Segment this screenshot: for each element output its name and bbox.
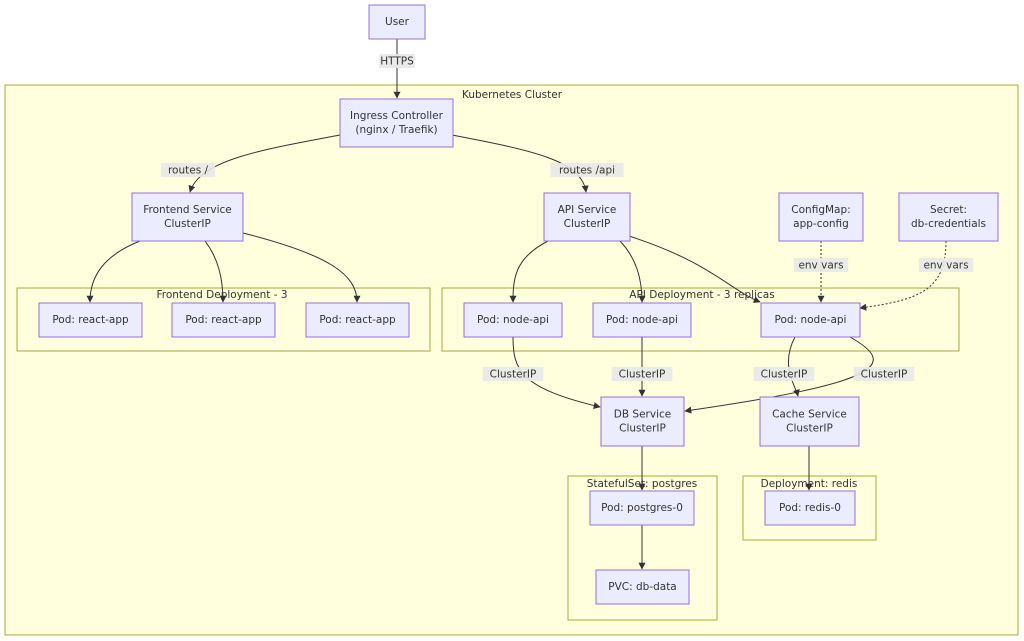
edge-label-cip1: ClusterIP — [482, 367, 544, 381]
node-node3: Pod: node-api — [760, 302, 861, 338]
cluster-label: API Deployment - 3 replicas — [629, 289, 774, 301]
node-postgres: Pod: postgres-0 — [589, 490, 695, 526]
node-label: app-config — [793, 218, 849, 230]
node-label: ClusterIP — [164, 218, 211, 230]
node-label: Pod: node-api — [477, 314, 549, 326]
node-label: ConfigMap: — [791, 204, 850, 216]
node-react1: Pod: react-app — [38, 302, 143, 338]
edge-label-env2: env vars — [918, 258, 974, 272]
edge-label-cip3: ClusterIP — [753, 367, 815, 381]
edge-ingress-api — [451, 134, 589, 193]
node-label: (nginx / Traefik) — [355, 124, 437, 136]
edge-label-cip2: ClusterIP — [611, 367, 673, 381]
node-secret: Secret: db-credentials — [898, 192, 999, 242]
edge-frontend-react1 — [86, 240, 141, 303]
node-label: DB Service — [614, 409, 671, 421]
node-label: Pod: node-api — [775, 314, 847, 326]
node-label: ClusterIP — [619, 423, 666, 435]
node-label: Pod: node-api — [606, 314, 678, 326]
node-label: Pod: react-app — [185, 314, 262, 326]
node-react2: Pod: react-app — [171, 302, 276, 338]
edge-label-cip4: ClusterIP — [853, 367, 915, 381]
edge-label-env1: env vars — [793, 258, 849, 272]
node-label: User — [385, 16, 410, 28]
node-label: db-credentials — [911, 218, 986, 230]
edge-labels: HTTPS routes / routes /api env vars env vars… — [160, 54, 974, 381]
node-label: Secret: — [930, 204, 967, 216]
node-user: User — [368, 4, 426, 40]
node-label: Pod: postgres-0 — [601, 502, 683, 514]
edge-label-text: HTTPS — [380, 56, 414, 68]
node-label: Pod: redis-0 — [779, 502, 841, 514]
node-label: Pod: react-app — [319, 314, 396, 326]
edge-api-node2 — [619, 240, 646, 303]
edges — [86, 39, 947, 570]
edge-label-text: env vars — [923, 260, 968, 272]
edge-frontend-react2 — [204, 240, 227, 303]
edge-label-text: routes /api — [559, 165, 615, 177]
edge-label-text: ClusterIP — [861, 369, 908, 381]
edge-ingress-frontend — [188, 134, 341, 193]
edge-api-node1 — [509, 240, 549, 303]
node-label: ClusterIP — [564, 218, 611, 230]
node-label: ClusterIP — [786, 423, 833, 435]
edge-label-text: ClusterIP — [490, 369, 537, 381]
node-label: API Service — [558, 204, 617, 216]
node-node1: Pod: node-api — [463, 302, 563, 338]
edge-api-node3 — [628, 235, 761, 303]
node-configmap: ConfigMap: app-config — [778, 192, 864, 242]
edge-label-text: ClusterIP — [619, 369, 666, 381]
cluster-label: Kubernetes Cluster — [462, 89, 563, 101]
node-label: Ingress Controller — [350, 110, 444, 122]
node-label: Frontend Service — [143, 204, 231, 216]
edge-label-text: env vars — [798, 260, 843, 272]
cluster-label: Frontend Deployment - 3 — [156, 289, 287, 301]
node-ingress: Ingress Controller (nginx / Traefik) — [339, 98, 454, 148]
edge-label-text: routes / — [168, 165, 209, 177]
edge-label-routes-root: routes / — [160, 163, 216, 177]
edge-label-https: HTTPS — [379, 54, 415, 68]
node-react3: Pod: react-app — [305, 302, 410, 338]
node-label: Cache Service — [772, 409, 847, 421]
edge-frontend-react3 — [242, 232, 361, 303]
edge-label-text: ClusterIP — [761, 369, 808, 381]
node-label: Pod: react-app — [52, 314, 129, 326]
node-node2: Pod: node-api — [592, 302, 692, 338]
cluster-kubernetes: Kubernetes Cluster — [4, 84, 1019, 636]
edge-label-routes-api: routes /api — [550, 163, 624, 177]
node-pvc: PVC: db-data — [595, 569, 690, 605]
edge-secret-node3 — [859, 240, 947, 311]
node-label: PVC: db-data — [608, 581, 677, 593]
node-redis: Pod: redis-0 — [764, 490, 856, 526]
